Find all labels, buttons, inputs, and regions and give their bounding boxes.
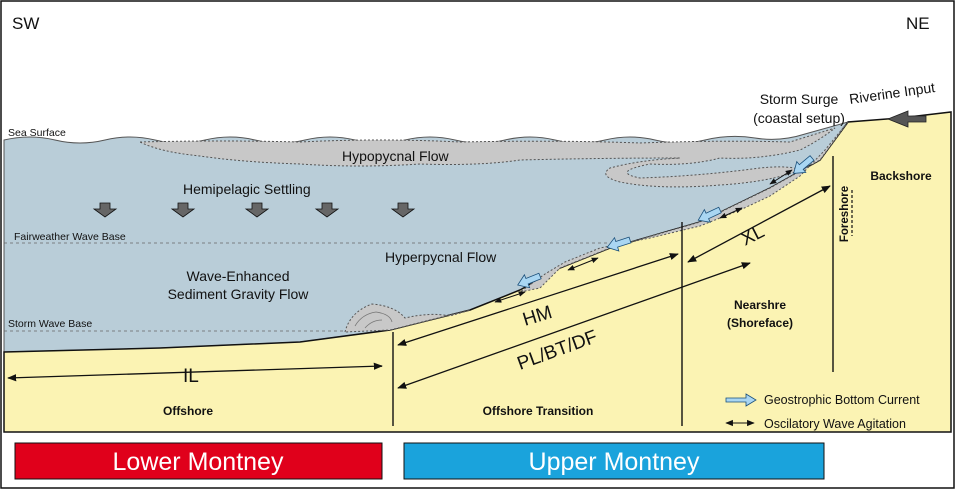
foreshore-label: Foreshore: [839, 186, 851, 242]
upper-montney-label: Upper Montney: [529, 448, 700, 476]
wave-enhanced-label: Wave-Enhanced: [187, 268, 290, 284]
blue-current-arrow-icon: [517, 272, 542, 289]
il-span-arrow: [7, 362, 383, 382]
legend-blue-arrow-icon: [725, 393, 757, 407]
settling-arrow-icon: [390, 202, 416, 218]
sea-surface-label: Sea Surface: [8, 127, 66, 139]
legend-oscillatory-label: Oscilatory Wave Agitation: [764, 417, 906, 431]
sediment-gravity-flow-label: Sediment Gravity Flow: [168, 286, 310, 302]
riverine-input-arrow-icon: [886, 110, 927, 128]
shoreface-label: (Shoreface): [727, 316, 793, 330]
settling-arrow-icon: [92, 202, 118, 218]
fairweather-wave-base-label: Fairweather Wave Base: [14, 231, 126, 243]
settling-arrow-icon: [244, 202, 270, 218]
settling-arrow-icon: [170, 202, 196, 218]
hemipelagic-settling-label: Hemipelagic Settling: [183, 181, 311, 197]
lobe-swirl: [354, 311, 393, 329]
blue-current-arrow-icon: [606, 236, 632, 252]
settling-arrows: [92, 202, 416, 218]
blue-current-arrow-icon: [697, 206, 722, 223]
offshore-transition-label: Offshore Transition: [483, 404, 594, 418]
hm-span-arrow: [397, 253, 679, 346]
storm-wave-base-label: Storm Wave Base: [8, 318, 92, 330]
coastal-setup-label: (coastal setup): [753, 110, 845, 126]
blue-current-arrow-icon: [793, 155, 815, 174]
upper-montney-bar: [403, 442, 825, 480]
lower-montney-label: Lower Montney: [113, 448, 284, 476]
hypopycnal-flow-label: Hypopycnal Flow: [342, 148, 449, 164]
hypopycnal-plume: [139, 127, 836, 188]
xl-span-arrow: [687, 185, 831, 263]
direction-ne: NE: [906, 14, 930, 33]
offshore-label: Offshore: [163, 404, 213, 418]
direction-sw: SW: [12, 14, 39, 33]
il-label: IL: [183, 366, 199, 387]
geostrophic-current-arrows: [517, 155, 815, 289]
oscillatory-arrows: [494, 169, 793, 303]
settling-arrow-icon: [314, 202, 340, 218]
hyperpycnal-flow-label: Hyperpycnal Flow: [385, 249, 497, 265]
storm-surge-label: Storm Surge: [760, 91, 839, 107]
legend-geostrophic-label: Geostrophic Bottom Current: [764, 393, 920, 407]
backshore-label: Backshore: [870, 169, 932, 183]
lower-montney-bar: [14, 442, 383, 480]
nearshore-label: Nearshre: [734, 298, 786, 312]
